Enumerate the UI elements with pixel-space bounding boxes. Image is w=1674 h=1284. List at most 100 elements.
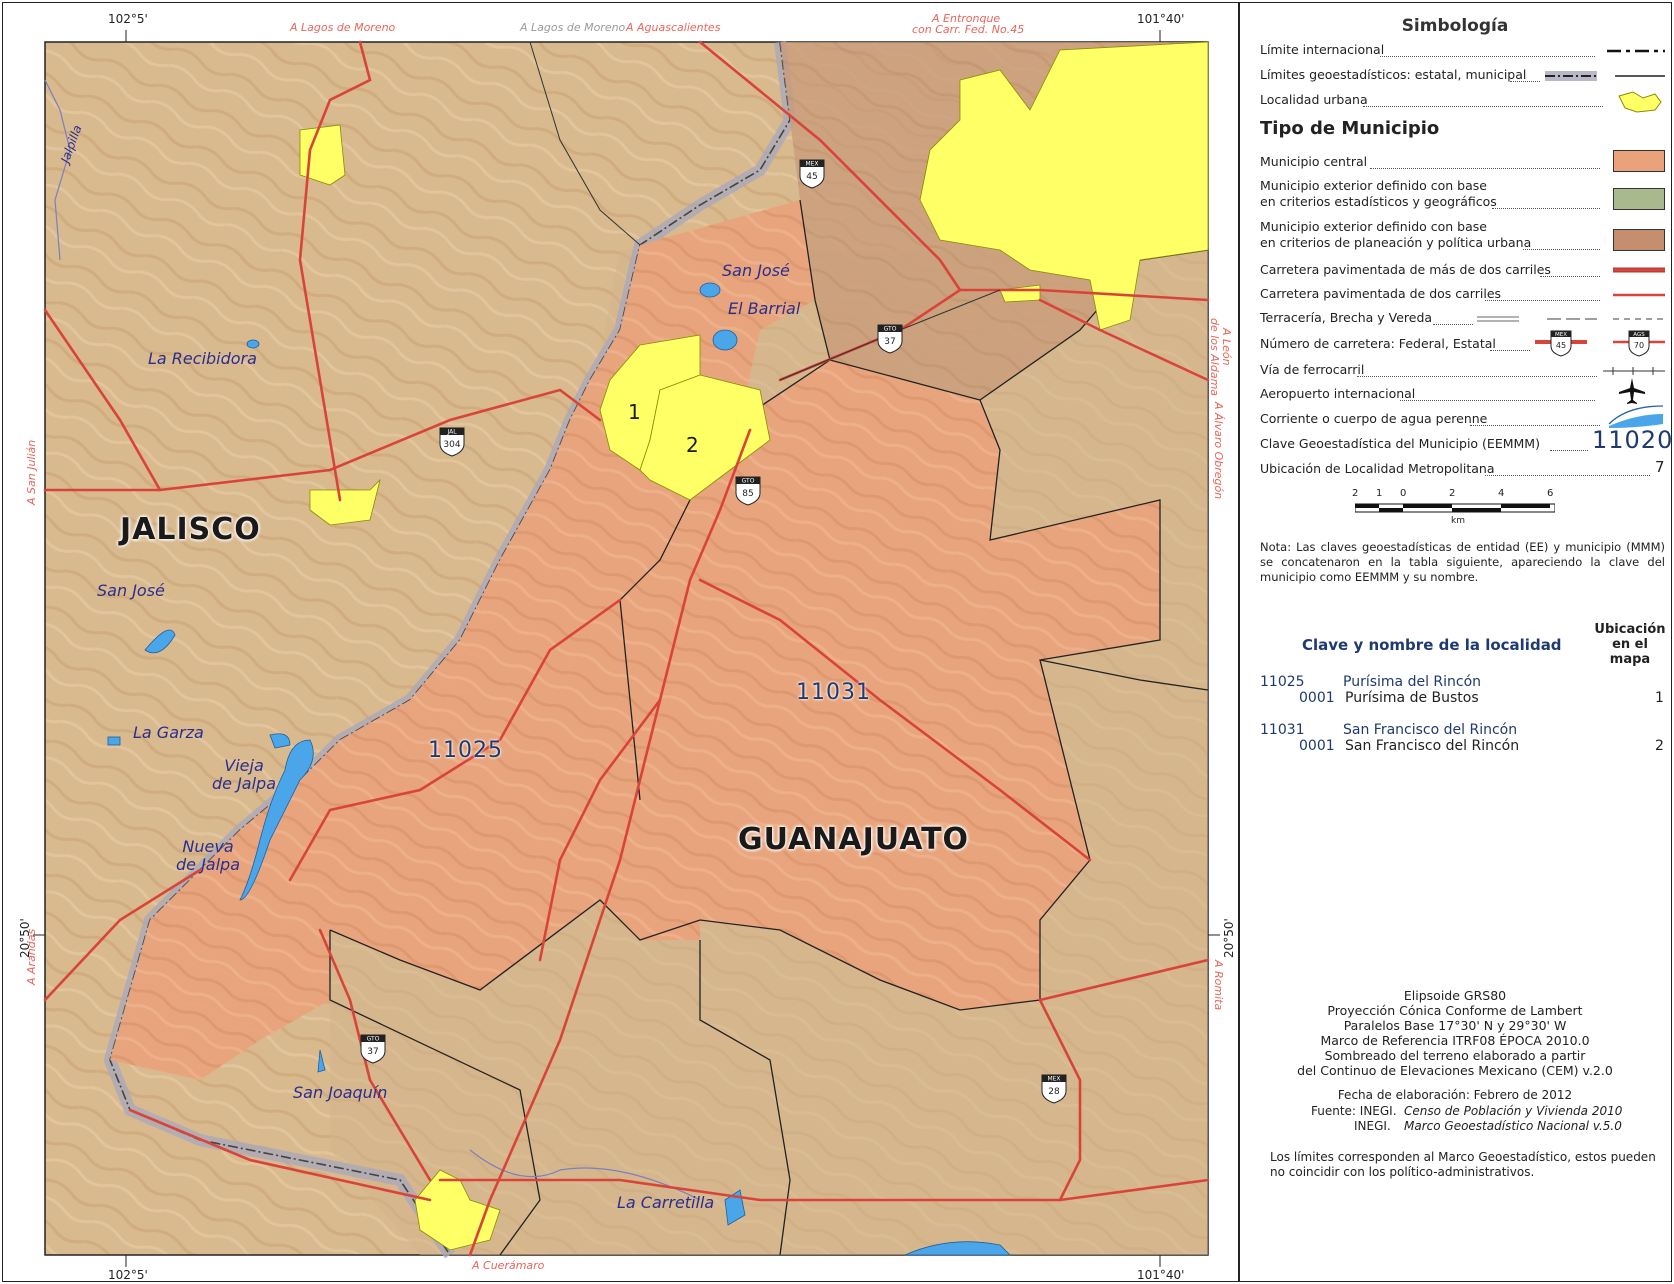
label-la-recibidora: La Recibidora (148, 349, 257, 368)
shield-jal304-num: 304 (443, 440, 460, 450)
table-row: 11031 San Francisco del Rincón 0001 San … (1245, 722, 1665, 762)
legend-leader (1363, 106, 1603, 107)
label-la-carretilla: La Carretilla (617, 1193, 715, 1212)
nota-claves: Nota: Las claves geoestadísticas de enti… (1260, 540, 1665, 584)
clave-11025: 11025 (428, 738, 503, 763)
legend-localidad-urbana: Localidad urbana (1260, 92, 1368, 107)
legend-mun-central: Municipio central (1260, 154, 1368, 169)
legend-leader (1485, 475, 1650, 476)
meta-elipsoide: Elipsoide GRS80 (1403, 988, 1507, 1003)
legend-panel: Simbología Límite internacional Límites … (1245, 10, 1672, 1280)
dest-alvaro-obregon: A Álvaro Obregón (1212, 402, 1225, 500)
presa-el-barrial (712, 329, 738, 351)
limites-nota: Los límites corresponden al Marco Geoest… (1270, 1150, 1656, 1179)
table-row: 11025 Purísima del Rincón 0001 Purísima … (1245, 674, 1665, 714)
row-ubicacion: 2 (1655, 738, 1664, 754)
legend-clave-ejemplo: 11020 (1592, 426, 1674, 454)
shield-gto37-top: GTO (884, 326, 897, 333)
legend-shield-est-top: AGS (1633, 332, 1645, 338)
label-vieja-jalpa-2: de Jalpa (212, 774, 277, 793)
label-el-barrial: El Barrial (728, 299, 801, 318)
row-cv-loc: 0001 (1299, 690, 1335, 706)
dest-san-julian: A San Julián (25, 439, 38, 505)
legend-clave-geo: Clave Geoestadística del Municipio (EEMM… (1260, 436, 1540, 451)
road-jal304 (43, 388, 602, 492)
fuente-2: Marco Geoestadístico Nacional v.5.0 (1404, 1119, 1622, 1133)
legend-tipo-municipio: Tipo de Municipio (1260, 118, 1440, 139)
scale-bar: 2 1 0 2 4 6 km (1352, 488, 1575, 528)
legend-aeropuerto: Aeropuerto internacional (1260, 386, 1416, 401)
road-mex45 (698, 40, 962, 292)
road-mex28 (1038, 998, 1082, 1202)
legend-leader (1523, 249, 1600, 250)
legend-symbol-carretera-mas-dos (1613, 267, 1665, 273)
row-municipio: San Francisco del Rincón (1343, 722, 1518, 738)
meta-paralelos: Paralelos Base 17°30' N y 29°30' W (1343, 1018, 1567, 1033)
dest-arandas: A Arandas (25, 928, 38, 985)
presa-vieja-jalpa (269, 733, 291, 749)
label-nueva-jalpa-1: Nueva (182, 837, 234, 856)
shield-gto37-south: GTO 37 (360, 1034, 386, 1064)
legend-leader (1485, 300, 1600, 301)
legend-symbol-terraceria (1477, 316, 1665, 322)
road-west-arandas (43, 868, 202, 1002)
legend-corriente: Corriente o cuerpo de agua perenne (1260, 411, 1488, 426)
label-san-jose-w: San José (97, 581, 165, 600)
legend-leader (1380, 56, 1595, 57)
legend-leader (1357, 376, 1597, 377)
coord-bottom-right: 101°40' (1137, 1268, 1185, 1282)
shield-gto85: GTO 85 (735, 476, 761, 506)
clave-11031: 11031 (796, 680, 871, 705)
table-header-ubicacion-2: en el mapa (1609, 637, 1651, 667)
legend-leader (1490, 350, 1530, 351)
shield-jal304: JAL 304 (439, 427, 465, 457)
legend-limites-geo: Límites geoestadísticos: estatal, munici… (1260, 67, 1527, 82)
shield-gto37b-top: GTO (367, 1036, 380, 1043)
shield-mex45-num: 45 (806, 172, 817, 182)
frame-divider (1238, 2, 1240, 1282)
label-nueva-jalpa: Nueva de Jalpa (176, 838, 240, 874)
scale-label: 0 (1400, 488, 1407, 499)
dest-entronque-1: A Entronque (932, 12, 1001, 25)
dest-romita: A Romita (1212, 960, 1225, 1011)
scale-label: 4 (1498, 488, 1505, 499)
table-header-ubicacion-1: Ubicación (1594, 622, 1666, 637)
urbana-san-francisco (639, 374, 771, 501)
legend-via-ferrocarril: Vía de ferrocarril (1260, 362, 1365, 377)
coord-lat-right: 20°50' (1222, 918, 1236, 958)
road-interior-3 (538, 698, 662, 962)
legend-symbol-shields: MEX 45 AGS 70 (1535, 330, 1665, 357)
legend-symbol-limites-geo (1545, 71, 1665, 81)
presa-san-jose-n (699, 282, 721, 298)
legend-title: Simbología (1401, 16, 1509, 36)
meta-sombreado-2: del Continuo de Elevaciones Mexicano (CE… (1297, 1063, 1613, 1078)
state-label-guanajuato: GUANAJUATO (738, 822, 970, 857)
legend-numero-carretera: Número de carretera: Federal, Estatal (1260, 336, 1496, 351)
legend-leader (1510, 81, 1540, 82)
legend-leader (1540, 276, 1600, 277)
legend-swatch-ext-est (1613, 188, 1665, 210)
legend-leader (1470, 425, 1600, 426)
legend-mun-ext-plan-2: en criterios de planeación y política ur… (1260, 235, 1532, 250)
road-north-1 (298, 40, 372, 502)
legend-shield-fed-num: 45 (1556, 341, 1566, 350)
road-south (438, 1178, 1210, 1202)
map-canvas[interactable]: MEX 45 GTO 37 JAL 304 GTO 85 GTO 37 MEX … (0, 0, 1238, 1284)
label-nueva-jalpa-2: de Jalpa (176, 855, 241, 874)
road-interior-1 (288, 598, 622, 882)
road-sw (128, 1108, 432, 1202)
scale-label: 2 (1352, 488, 1359, 499)
legend-limite-internacional: Límite internacional (1260, 42, 1385, 57)
meta-proyeccion: Proyección Cónica Conforme de Lambert (1327, 1003, 1583, 1018)
legend-symbol-localidad-urbana (1618, 91, 1662, 113)
shield-mex28-top: MEX (1047, 1076, 1060, 1083)
airplane-icon (1619, 378, 1645, 404)
row-ubicacion: 1 (1655, 690, 1664, 706)
shield-mex28-num: 28 (1048, 1087, 1060, 1097)
legend-mun-ext-est-1: Municipio exterior definido con base (1260, 178, 1487, 193)
legend-mun-ext-est-2: en criterios estadísticos y geográficos (1260, 194, 1497, 209)
row-municipio: Purísima del Rincón (1343, 674, 1482, 690)
rio-jalpilla (44, 79, 71, 261)
label-vieja-jalpa-1: Vieja (224, 756, 264, 775)
